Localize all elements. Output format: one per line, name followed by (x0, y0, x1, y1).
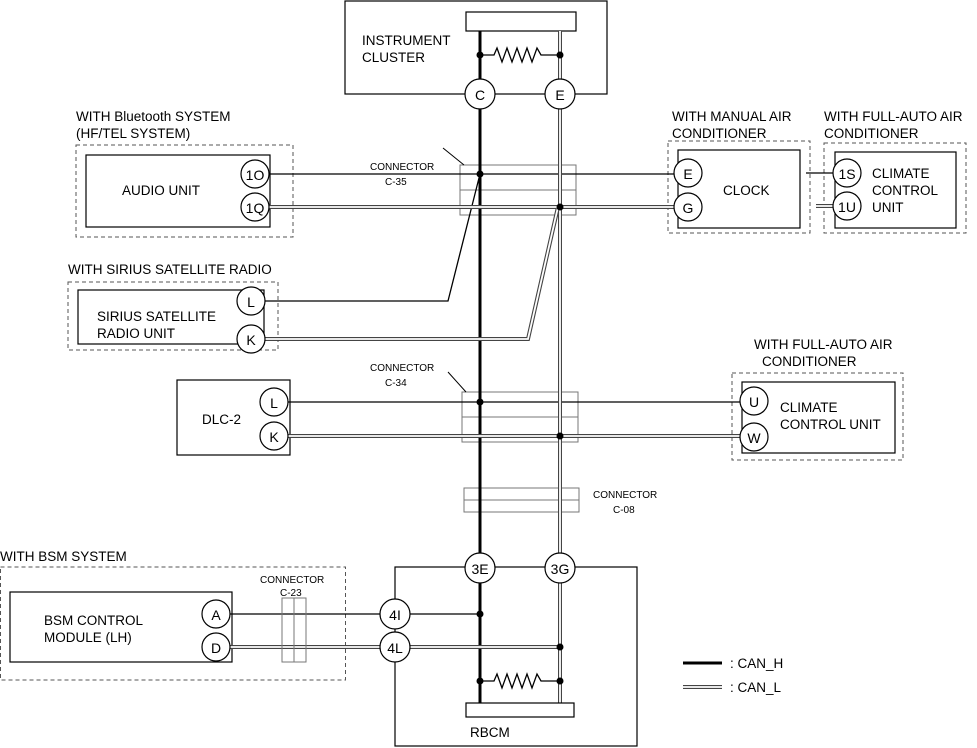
svg-text:WITH FULL-AUTO AIR: WITH FULL-AUTO AIR (754, 337, 893, 352)
bsm-control-module: WITH BSM SYSTEM BSM CONTROL MODULE (LH) (0, 549, 346, 681)
svg-text:WITH MANUAL AIR: WITH MANUAL AIR (672, 109, 792, 124)
svg-text:CONDITIONER: CONDITIONER (762, 354, 857, 369)
svg-text:C-08: C-08 (613, 505, 635, 516)
pin-w: W (747, 430, 761, 446)
pin-k-sirius: K (246, 332, 256, 348)
pin-3g: 3G (551, 561, 570, 577)
sirius-radio-unit: WITH SIRIUS SATELLITE RADIO SIRIUS SATEL… (67, 262, 279, 351)
pin-1o: 1O (246, 167, 265, 183)
svg-text:BSM CONTROL: BSM CONTROL (44, 613, 144, 628)
svg-text:WITH SIRIUS SATELLITE RADIO: WITH SIRIUS SATELLITE RADIO (68, 262, 272, 277)
svg-text:WITH Bluetooth SYSTEM: WITH Bluetooth SYSTEM (76, 109, 231, 124)
can-h-wires (230, 31, 740, 703)
pin-d: D (211, 640, 221, 656)
instrument-cluster: INSTRUMENT CLUSTER (344, 0, 608, 95)
pin-c: C (475, 87, 485, 103)
pin-1s: 1S (838, 166, 855, 182)
connector-c23: CONNECTOR C-23 (260, 575, 324, 663)
svg-text:CONNECTOR: CONNECTOR (370, 363, 434, 374)
svg-text:RBCM: RBCM (470, 725, 510, 740)
svg-text:CLIMATE: CLIMATE (780, 400, 838, 415)
svg-text:CONNECTOR: CONNECTOR (260, 575, 324, 586)
terminating-resistor-icon (480, 46, 560, 64)
connector-c35: CONNECTOR C-35 (370, 147, 577, 216)
svg-text:CONNECTOR: CONNECTOR (593, 490, 657, 501)
pins: C E 1O 1Q E G 1S 1U L K L K U W A D 3E 3… (201, 78, 862, 663)
pin-1q: 1Q (246, 200, 265, 216)
pin-l-dlc: L (270, 395, 278, 411)
pin-e-clock: E (683, 166, 692, 182)
svg-text:CONTROL: CONTROL (872, 183, 938, 198)
legend-can-l-label: : CAN_L (730, 680, 782, 695)
rbcm-bus-bar (465, 702, 575, 718)
svg-text:UNIT: UNIT (872, 200, 904, 215)
svg-text:C-35: C-35 (385, 177, 407, 188)
pin-1u: 1U (838, 199, 856, 215)
terminating-resistor-icon (480, 672, 560, 690)
svg-text:CONTROL UNIT: CONTROL UNIT (780, 417, 881, 432)
svg-text:MODULE (LH): MODULE (LH) (44, 630, 132, 645)
pin-g: G (683, 200, 694, 216)
svg-text:DLC-2: DLC-2 (202, 412, 241, 427)
legend: : CAN_H : CAN_L (683, 656, 783, 695)
can-l-wires (230, 31, 740, 703)
svg-text:CONDITIONER: CONDITIONER (672, 126, 767, 141)
instrument-cluster-label: INSTRUMENT (362, 33, 451, 48)
climate-control-unit-top: WITH FULL-AUTO AIR CONDITIONER CLIMATE C… (806, 109, 967, 234)
pin-4l: 4L (387, 640, 403, 656)
svg-text:CLOCK: CLOCK (723, 183, 770, 198)
pin-k-dlc: K (269, 429, 279, 445)
instrument-cluster-label: CLUSTER (362, 50, 425, 65)
pin-3e: 3E (471, 561, 488, 577)
svg-text:CONNECTOR: CONNECTOR (370, 162, 434, 173)
svg-text:C-34: C-34 (385, 378, 407, 389)
rbcm: RBCM (394, 566, 638, 747)
svg-text:CONDITIONER: CONDITIONER (824, 126, 919, 141)
svg-text:SIRIUS SATELLITE: SIRIUS SATELLITE (97, 309, 216, 324)
junction-dots (476, 51, 564, 685)
svg-text:WITH BSM SYSTEM: WITH BSM SYSTEM (0, 549, 127, 564)
pin-u: U (749, 394, 759, 410)
pin-l-sirius: L (247, 294, 255, 310)
svg-text:(HF/TEL SYSTEM): (HF/TEL SYSTEM) (76, 126, 190, 141)
legend-can-h-label: : CAN_H (730, 656, 783, 671)
pin-a: A (211, 607, 221, 623)
svg-text:WITH FULL-AUTO AIR: WITH FULL-AUTO AIR (824, 109, 963, 124)
pin-e: E (555, 87, 564, 103)
svg-text:AUDIO UNIT: AUDIO UNIT (122, 183, 200, 198)
svg-text:CLIMATE: CLIMATE (872, 166, 930, 181)
svg-text:RADIO UNIT: RADIO UNIT (97, 326, 175, 341)
pin-4i: 4I (389, 607, 401, 623)
audio-unit: WITH Bluetooth SYSTEM (HF/TEL SYSTEM) AU… (75, 109, 294, 238)
svg-text:C-23: C-23 (280, 588, 302, 599)
